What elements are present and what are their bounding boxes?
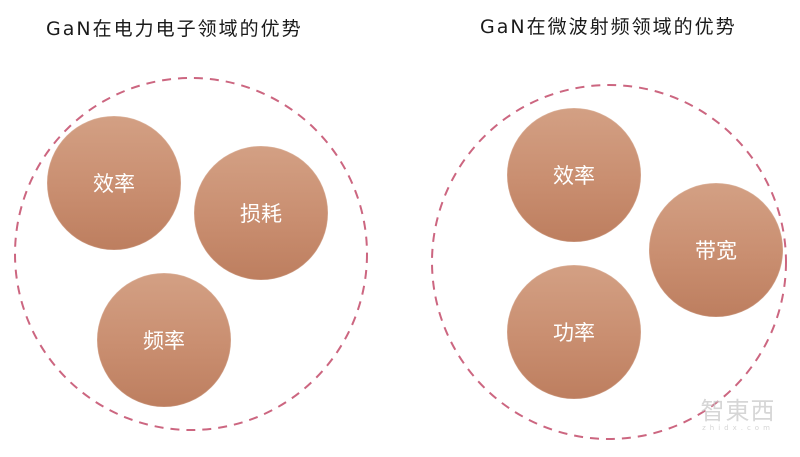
left-group-outline bbox=[14, 77, 368, 431]
bubble-left-loss: 损耗 bbox=[194, 146, 328, 280]
bubble-right-bandwidth: 带宽 bbox=[649, 183, 783, 317]
bubble-label: 效率 bbox=[553, 164, 595, 188]
watermark-sub: zhidx.com bbox=[702, 424, 774, 432]
bubble-label: 带宽 bbox=[695, 239, 737, 263]
watermark-logo: 智東西 zhidx.com bbox=[688, 398, 788, 433]
left-panel-title: GaN在电力电子领域的优势 bbox=[46, 18, 303, 40]
bubble-left-frequency: 频率 bbox=[97, 273, 231, 407]
bubble-left-efficiency: 效率 bbox=[47, 116, 181, 250]
bubble-label: 频率 bbox=[143, 329, 185, 353]
watermark-main: 智東西 bbox=[700, 397, 776, 425]
bubble-right-efficiency: 效率 bbox=[507, 108, 641, 242]
right-group-outline bbox=[431, 84, 787, 440]
bubble-label: 效率 bbox=[93, 172, 135, 196]
bubble-label: 功率 bbox=[553, 321, 595, 345]
bubble-label: 损耗 bbox=[240, 202, 282, 226]
right-panel-title: GaN在微波射频领域的优势 bbox=[480, 16, 737, 38]
bubble-right-power: 功率 bbox=[507, 265, 641, 399]
